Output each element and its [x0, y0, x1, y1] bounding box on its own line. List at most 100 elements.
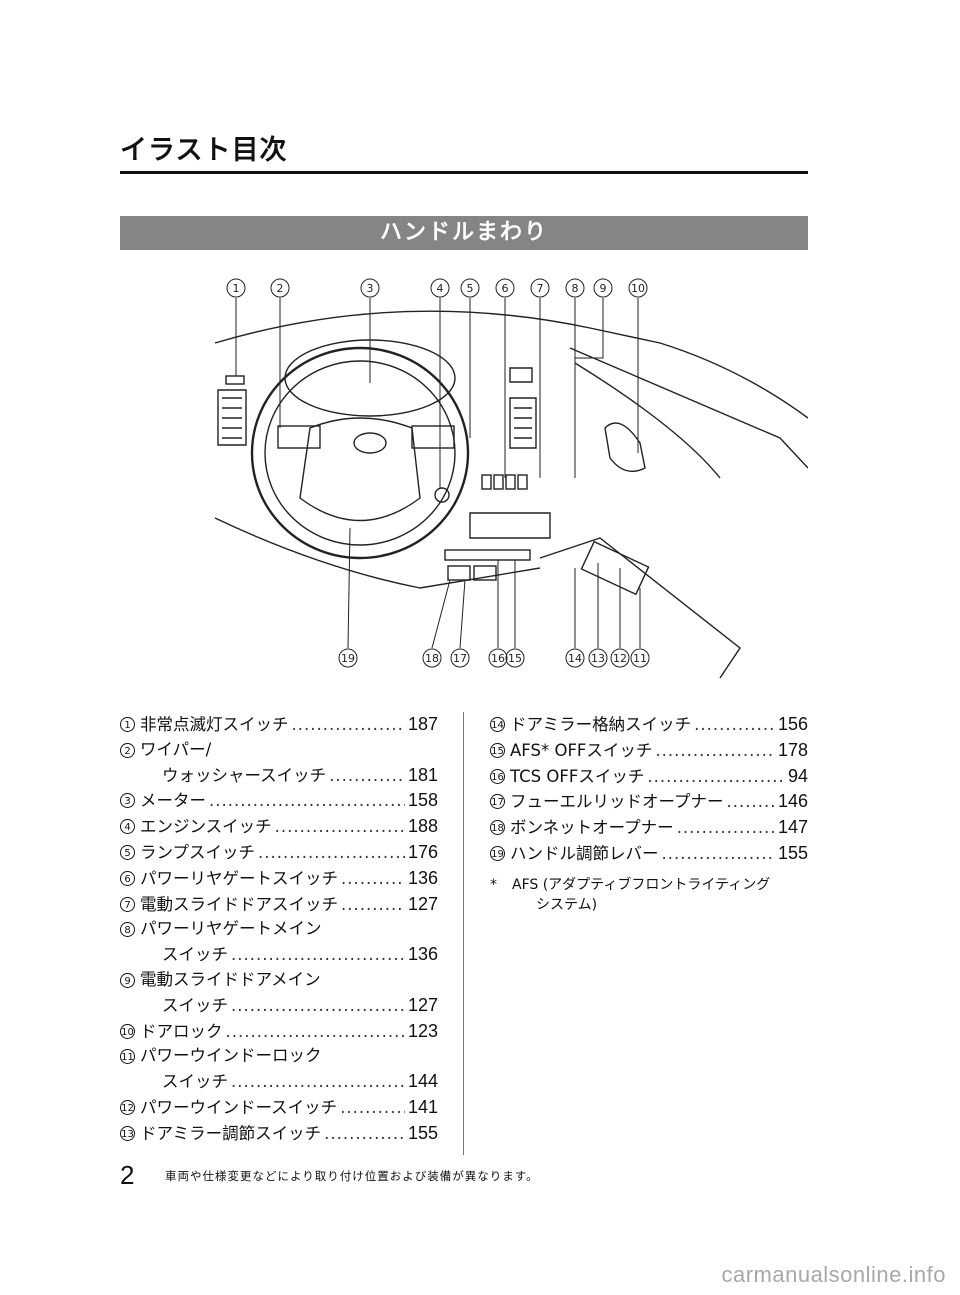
window-switches — [580, 540, 650, 596]
entry-page-link[interactable]: 187 — [407, 714, 438, 734]
item-number: 12 — [120, 1099, 135, 1115]
leader-dots — [226, 1020, 405, 1045]
item-number: 15 — [490, 742, 505, 758]
svg-text:17: 17 — [453, 652, 467, 665]
footnote-line-2: システム) — [536, 896, 598, 913]
callout-1: 1 — [226, 278, 246, 298]
svg-text:2: 2 — [277, 282, 284, 295]
engine-switch — [434, 487, 450, 503]
leader-dots — [275, 815, 405, 840]
entry-page-link[interactable]: 176 — [407, 841, 438, 862]
entry-label: パワーリヤゲートスイッチ — [140, 868, 338, 888]
lower-switch-1 — [481, 474, 492, 490]
svg-text:6: 6 — [502, 282, 509, 295]
steering-wheel-rim — [250, 346, 470, 560]
leader-dots — [231, 1070, 405, 1095]
svg-text:3: 3 — [367, 282, 374, 295]
callout-10: 10 — [628, 278, 648, 298]
entry-page-link[interactable]: 123 — [407, 1020, 438, 1041]
svg-text:7: 7 — [537, 282, 544, 295]
entry-page-link[interactable]: 181 — [407, 764, 438, 785]
callout-5: 5 — [460, 278, 480, 298]
toc-entry: 13ドアミラー調節スイッチ155 — [120, 1121, 438, 1147]
entry-label: メーター — [140, 791, 206, 811]
entry-label: 電動スライドドアスイッチ — [140, 894, 338, 914]
hazard-switch — [225, 375, 245, 385]
svg-text:9: 9 — [600, 282, 607, 295]
toc-entry: 9電動スライドドアメインスイッチ127 — [120, 968, 438, 1019]
entry-label: ウォッシャースイッチ — [162, 765, 327, 785]
entry-page-link[interactable]: 156 — [777, 714, 808, 734]
entry-page-link[interactable]: 188 — [407, 816, 438, 837]
entry-label: スイッチ — [162, 1072, 228, 1092]
callout-6: 6 — [495, 278, 515, 298]
entry-label: ワイパー/ — [140, 739, 212, 759]
toc-entry: 6 パワーリヤゲートスイッチ 136 — [120, 866, 438, 892]
leader-dots — [258, 841, 405, 866]
svg-text:19: 19 — [341, 652, 355, 665]
entry-label: パワーリヤゲートメイン — [140, 919, 322, 939]
svg-text:14: 14 — [568, 652, 582, 665]
leader-dots — [231, 943, 405, 968]
entry-label: 非常点滅灯スイッチ — [140, 715, 289, 734]
entry-page-link[interactable]: 141 — [407, 1096, 438, 1117]
toc-entry: 12 パワーウインドースイッチ 141 — [120, 1095, 438, 1121]
item-number: 13 — [120, 1125, 135, 1141]
entry-page-link[interactable]: 136 — [407, 867, 438, 888]
disclaimer: 車両や仕様変更などにより取り付け位置および装備が異なります。 — [165, 1169, 539, 1183]
entry-page-link[interactable]: 158 — [407, 790, 438, 811]
toc-entry: 2 ワイパー/ウォッシャースイッチ 181 — [120, 738, 438, 789]
callout-17: 17 — [450, 648, 470, 668]
title-rule — [120, 171, 808, 174]
callout-11: 11 — [630, 648, 650, 668]
callout-2: 2 — [270, 278, 290, 298]
entry-page-link[interactable]: 94 — [787, 765, 808, 786]
entry-page-link[interactable]: 146 — [777, 791, 808, 812]
toc-entry: 1非常点滅灯スイッチ187 — [120, 712, 438, 738]
callout-labels: 1 2 3 4 5 6 7 8 9 10 19 18 17 16 15 14 1… — [226, 278, 650, 668]
entry-label: エンジンスイッチ — [140, 817, 272, 837]
toc-entry: 4エンジンスイッチ188 — [120, 814, 438, 840]
toc-entry: 10ドアロック123 — [120, 1019, 438, 1045]
entry-page-link[interactable]: 147 — [777, 817, 808, 838]
emblem — [353, 432, 387, 454]
svg-text:11: 11 — [633, 652, 647, 665]
callout-15: 15 — [505, 648, 525, 668]
entry-page-link[interactable]: 127 — [407, 893, 438, 914]
steering-wheel-inner — [264, 360, 456, 546]
callout-9: 9 — [593, 278, 613, 298]
toc-right-column: 14ドアミラー格納スイッチ15615AFS* OFFスイッチ17816TCS O… — [490, 712, 808, 915]
item-number: 19 — [490, 845, 505, 861]
entry-page-link[interactable]: 155 — [777, 842, 808, 863]
item-number: 8 — [120, 922, 135, 938]
item-number: 7 — [120, 896, 135, 912]
item-number: 14 — [490, 717, 505, 732]
lower-switch-4 — [517, 474, 528, 490]
entry-page-link[interactable]: 155 — [407, 1122, 438, 1143]
lower-buttons — [444, 549, 531, 561]
dashboard-outline — [214, 310, 808, 419]
toc-entry: 5ランプスイッチ176 — [120, 840, 438, 866]
entry-label: パワーウインドースイッチ — [140, 1097, 338, 1117]
entry-page-link[interactable]: 144 — [407, 1071, 438, 1092]
leader-dots — [340, 1096, 405, 1121]
leader-dots — [324, 1122, 405, 1147]
item-number: 6 — [120, 870, 135, 886]
entry-page-link[interactable]: 127 — [407, 994, 438, 1015]
callout-14: 14 — [565, 648, 585, 668]
entry-page-link[interactable]: 178 — [777, 739, 808, 760]
item-number: 2 — [120, 742, 135, 758]
entry-page-link[interactable]: 136 — [407, 944, 438, 965]
item-number: 3 — [120, 793, 135, 809]
toc-entry: 18ボンネットオープナー147 — [490, 815, 808, 841]
footnote-line-1: AFS (アダプティブフロントライティング — [512, 876, 771, 893]
door-panel — [569, 347, 808, 479]
footnote: *AFS (アダプティブフロントライティングシステム) — [490, 875, 808, 915]
item-number: 9 — [120, 972, 135, 988]
leader-dots — [655, 739, 775, 764]
toc-entry: 11パワーウインドーロックスイッチ144 — [120, 1044, 438, 1095]
svg-text:16: 16 — [491, 652, 505, 665]
door-handle — [604, 422, 646, 472]
leader-dots — [677, 816, 775, 841]
